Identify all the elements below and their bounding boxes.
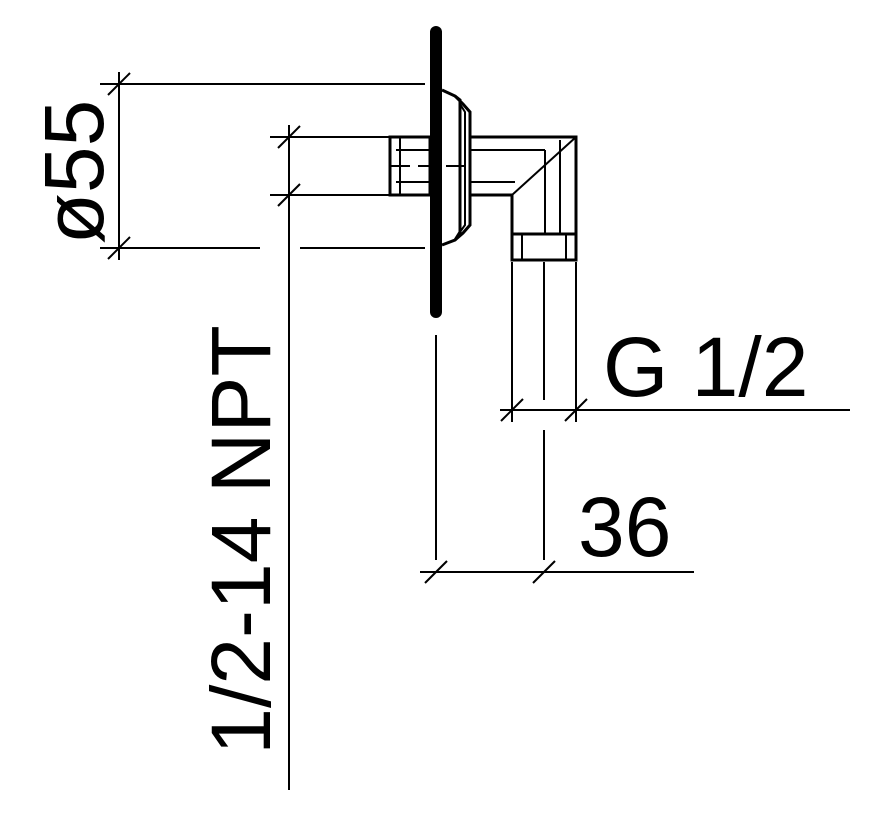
dimension-diameter-label: ø55	[27, 100, 121, 245]
elbow-body	[470, 135, 578, 234]
outlet-nipple	[510, 232, 578, 262]
dimension-projection-label: 36	[578, 480, 671, 574]
wall-flange	[430, 26, 472, 318]
dimension-inlet-thread-label: 1/2-14 NPT	[194, 325, 288, 755]
dimension-diameter	[100, 72, 425, 260]
dimension-inlet-thread	[270, 125, 390, 790]
dimension-outlet-thread	[500, 262, 850, 422]
dimension-outlet-thread-label: G 1/2	[603, 320, 808, 414]
center-lines	[390, 165, 545, 560]
dimension-projection	[420, 560, 694, 584]
